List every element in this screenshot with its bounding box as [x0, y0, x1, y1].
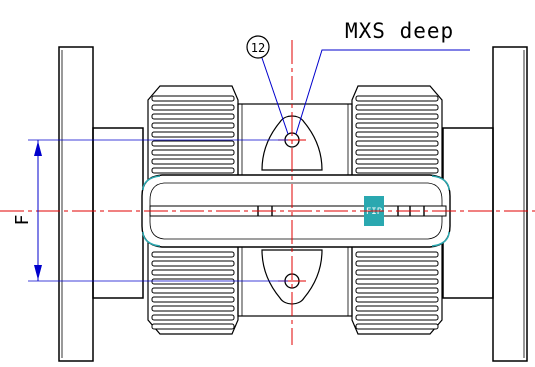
nut-rib — [355, 287, 439, 294]
nut-rib — [355, 122, 439, 129]
nut-rib — [355, 104, 439, 111]
callout-bubble — [246, 35, 270, 59]
nut-rib — [151, 287, 235, 294]
nut-rib — [151, 131, 235, 138]
dimension-f — [28, 139, 288, 282]
nut-rib — [151, 251, 235, 258]
nut-rib — [151, 104, 235, 111]
nut-rib — [151, 149, 235, 156]
nut-rib — [151, 95, 235, 102]
right-flange — [442, 46, 528, 362]
nut-rib — [151, 140, 235, 147]
nut-rib — [355, 95, 439, 102]
callout — [246, 35, 470, 135]
nut-rib — [355, 314, 439, 321]
nut-rib — [355, 131, 439, 138]
left-flange — [58, 46, 144, 362]
logo-text: FIP — [366, 207, 383, 217]
nut-rib — [355, 167, 439, 174]
nut-rib — [151, 113, 235, 120]
nut-rib — [151, 122, 235, 129]
right-union-nut — [351, 85, 443, 335]
dimension-label: F — [12, 215, 33, 226]
nut-rib — [355, 251, 439, 258]
nut-rib — [355, 278, 439, 285]
handle-end-caps — [142, 175, 450, 247]
nut-rib — [151, 314, 235, 321]
nut-rib — [355, 113, 439, 120]
callout-number: 12 — [251, 41, 265, 55]
nut-rib — [355, 323, 439, 330]
nut-rib — [151, 278, 235, 285]
callout-text: MXS deep — [345, 19, 454, 43]
nut-rib — [355, 140, 439, 147]
nut-rib — [151, 296, 235, 303]
left-union-nut — [147, 85, 239, 335]
nut-rib — [355, 158, 439, 165]
nut-rib — [355, 269, 439, 276]
nut-rib — [151, 269, 235, 276]
nut-rib — [151, 158, 235, 165]
nut-rib — [151, 323, 235, 330]
nut-rib — [355, 149, 439, 156]
nut-rib — [355, 305, 439, 312]
nut-rib — [355, 296, 439, 303]
nut-rib — [151, 260, 235, 267]
nut-rib — [151, 167, 235, 174]
center-lines — [0, 40, 535, 345]
nut-rib — [151, 305, 235, 312]
nut-rib — [355, 260, 439, 267]
